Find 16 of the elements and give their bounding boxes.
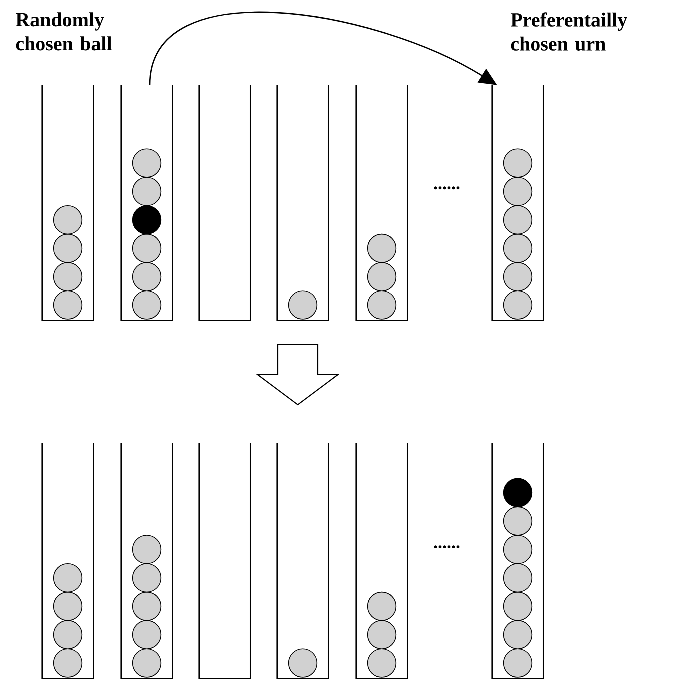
urn [120,85,174,322]
urn [276,85,330,322]
ellipsis: ...... [434,186,460,190]
urn [492,443,544,680]
ellipsis: ...... [434,546,460,549]
urn [42,443,94,680]
urn [356,85,408,322]
urn [42,85,94,322]
urn [276,443,330,680]
caption-text: Preferentailly chosen urn [511,12,628,51]
urn [198,85,252,322]
urn [492,85,544,322]
urn [120,443,174,680]
urn [198,443,252,680]
urn [356,443,408,680]
caption-text: Randomly chosen ball [16,12,112,51]
